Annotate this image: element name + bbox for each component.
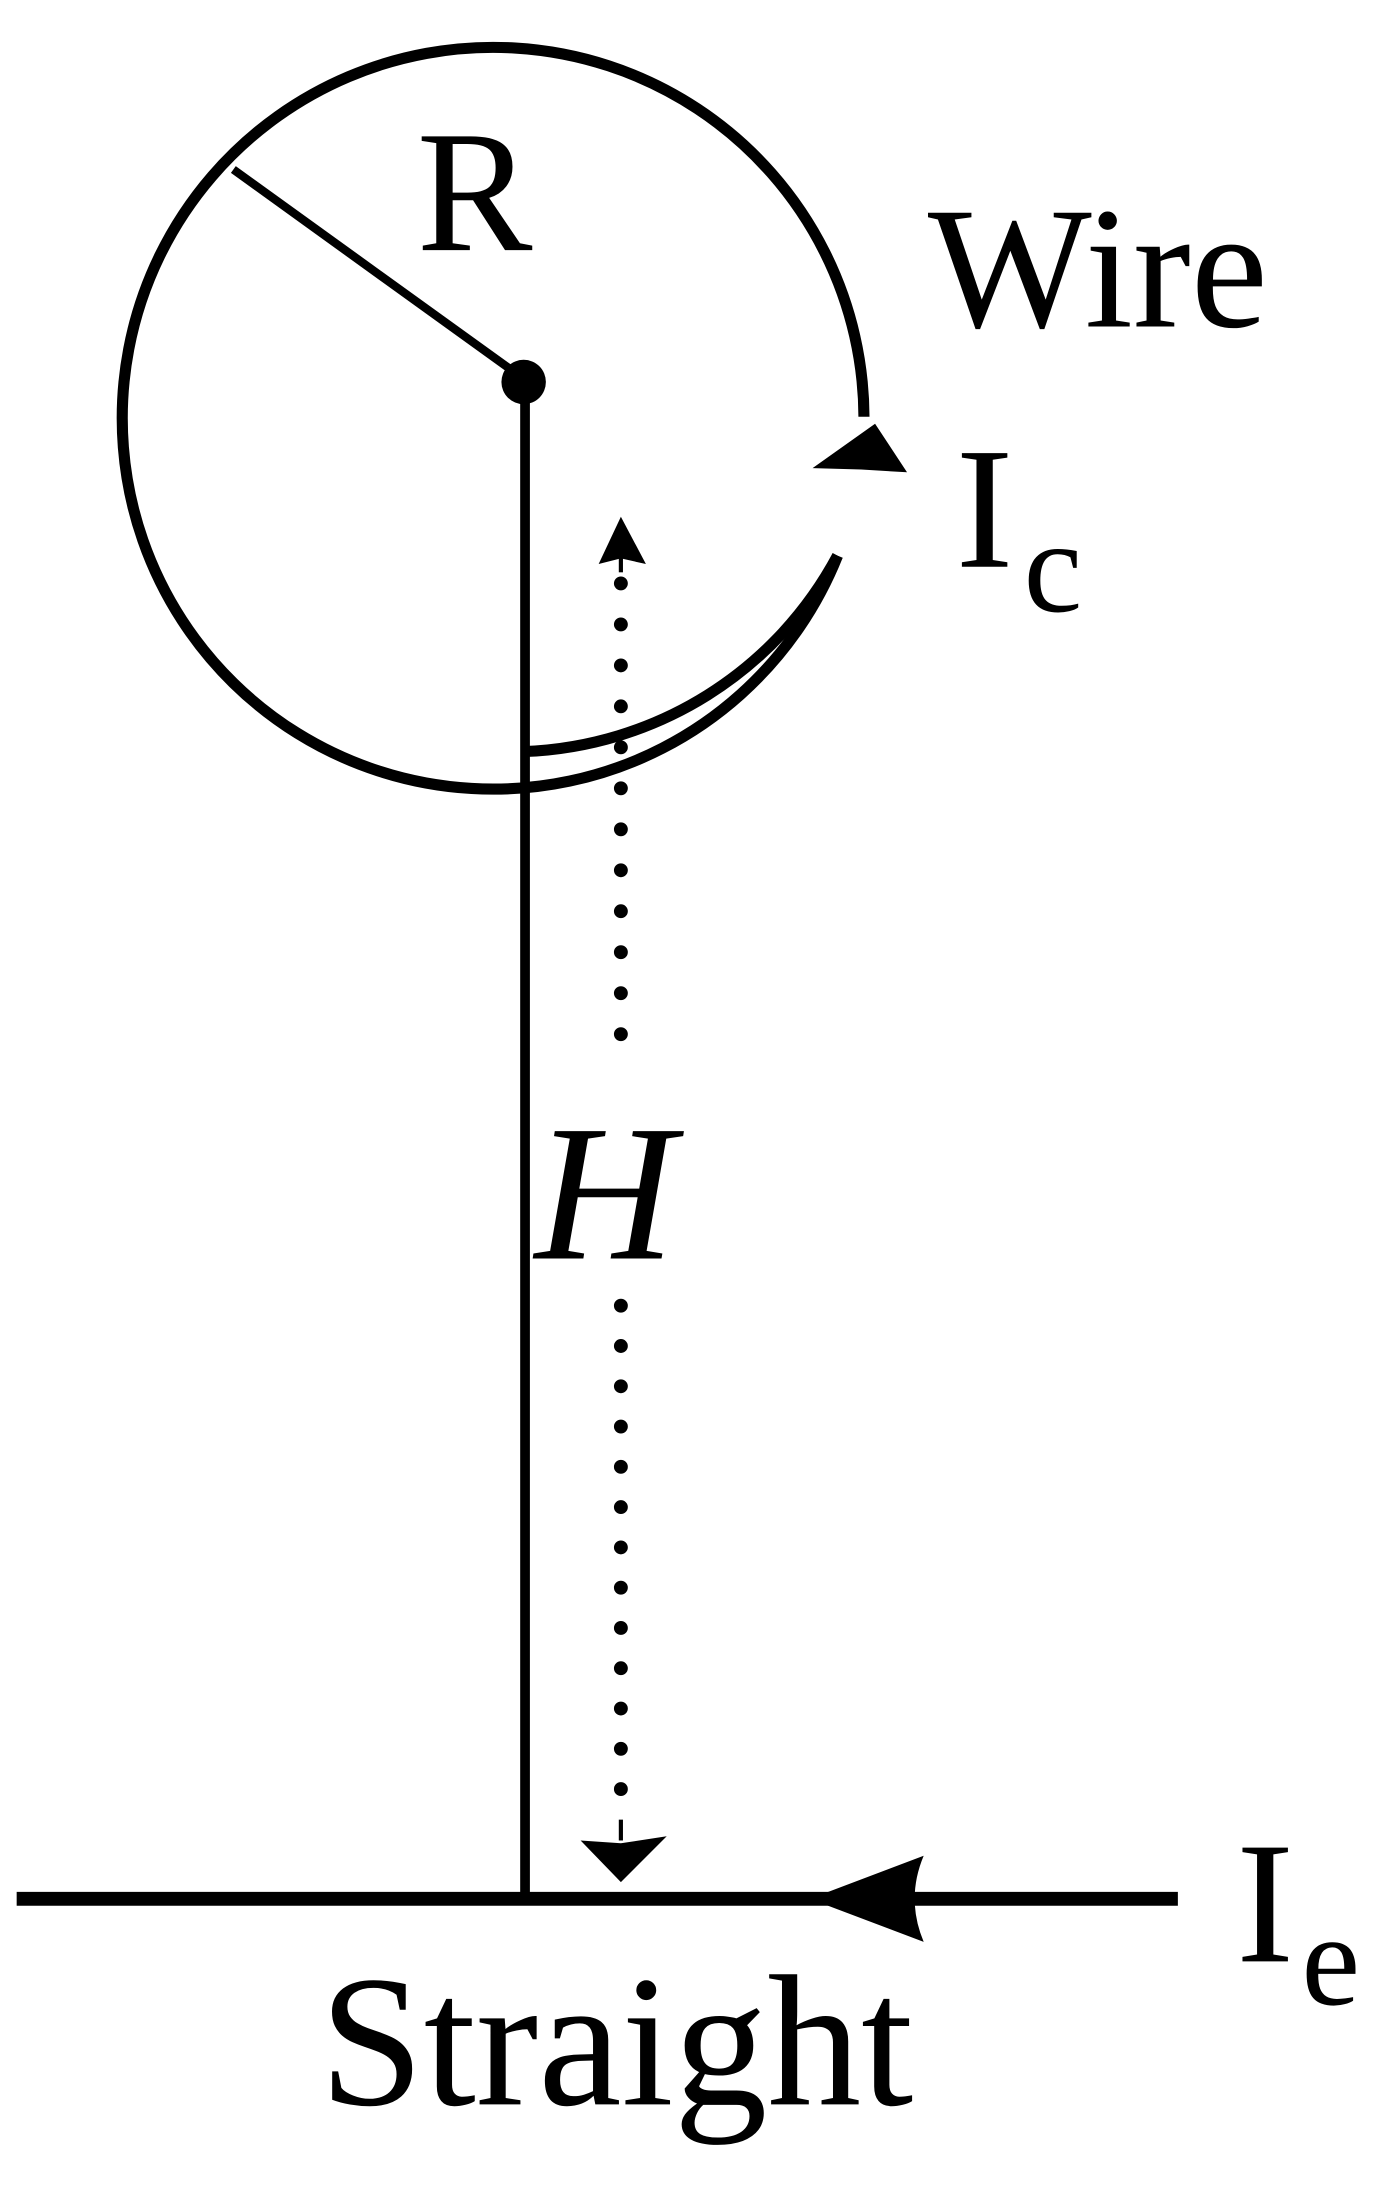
distance-arrow-down <box>580 1836 667 1883</box>
loop-current-label: I <box>956 412 1014 605</box>
straight-current-subscript: e <box>1301 1886 1360 2033</box>
straight-label: Straight <box>319 1937 913 2145</box>
wire-label: Wire <box>928 171 1268 364</box>
straight-current-label: I <box>1236 1806 1294 1999</box>
straight-current-arrow <box>809 1855 924 1942</box>
loop-current-subscript: c <box>1024 493 1083 640</box>
radius-line <box>230 166 525 382</box>
loop-arc-lower-right <box>524 553 843 758</box>
distance-label: H <box>532 1086 685 1301</box>
distance-arrow-up <box>598 516 646 564</box>
circular-wire-loop <box>116 41 870 795</box>
loop-current-arrow <box>812 423 908 473</box>
radius-label: R <box>417 95 533 288</box>
